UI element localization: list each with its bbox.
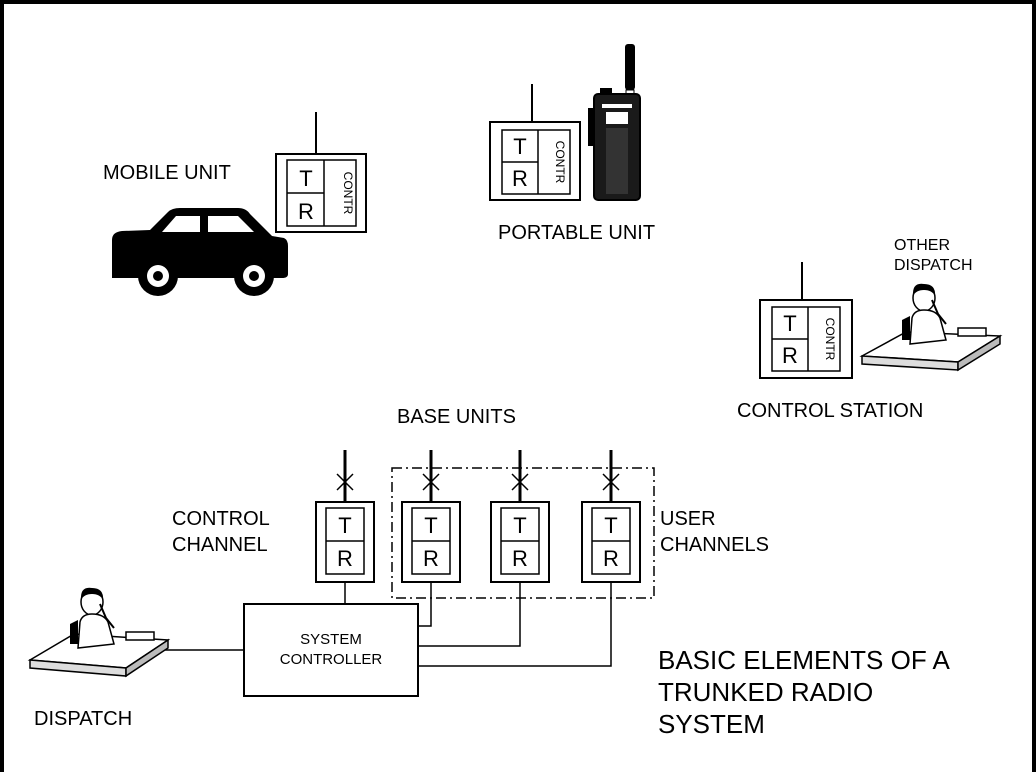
user-channel-base-3: T R — [581, 450, 641, 583]
user-channels-enclosure — [391, 467, 655, 599]
uc1-r-label: R — [423, 546, 439, 571]
system-controller-box — [243, 603, 419, 697]
mobile-t-label: T — [299, 166, 312, 191]
portable-unit-radio: T R CONTR — [489, 84, 581, 201]
other-dispatcher-icon — [859, 283, 1003, 372]
uc3-t-label: T — [604, 513, 617, 538]
user-channel-base-2: T R — [490, 450, 550, 583]
dispatcher-icon — [27, 587, 171, 678]
mobile-r-label: R — [298, 199, 314, 224]
base-units-label: BASE UNITS — [397, 406, 516, 428]
controller-wiring — [160, 582, 612, 667]
walkie-talkie-icon — [588, 44, 641, 201]
control-station-label: CONTROL STATION — [737, 400, 924, 422]
uc3-r-label: R — [603, 546, 619, 571]
uc1-t-label: T — [424, 513, 437, 538]
portable-t-label: T — [513, 134, 526, 159]
control-station-radio: T R CONTR — [759, 262, 853, 379]
station-r-label: R — [782, 343, 798, 368]
mobile-unit-radio: T R CONTR — [275, 112, 367, 233]
user-channel-base-1: T R — [401, 450, 461, 583]
other-dispatch-label: OTHER DISPATCH — [894, 237, 973, 274]
user-channels-label: USER CHANNELS — [660, 508, 769, 556]
cc-t-label: T — [338, 513, 351, 538]
mobile-contr-label: CONTR — [341, 172, 355, 215]
portable-unit-label: PORTABLE UNIT — [498, 222, 656, 244]
cc-r-label: R — [337, 546, 353, 571]
uc2-r-label: R — [512, 546, 528, 571]
station-contr-label: CONTR — [823, 318, 837, 361]
dispatch-label: DISPATCH — [34, 708, 133, 730]
uc2-t-label: T — [513, 513, 526, 538]
station-t-label: T — [783, 311, 796, 336]
system-controller-label: SYSTEM CONTROLLER — [279, 631, 383, 668]
control-channel-label: CONTROL CHANNEL — [172, 508, 270, 556]
mobile-unit-label: MOBILE UNIT — [103, 162, 231, 184]
portable-contr-label: CONTR — [553, 141, 567, 184]
diagram-title: BASIC ELEMENTS OF A TRUNKED RADIO SYSTEM — [658, 645, 950, 739]
car-icon — [112, 208, 288, 296]
portable-r-label: R — [512, 166, 528, 191]
control-channel-base: T R — [315, 450, 375, 583]
